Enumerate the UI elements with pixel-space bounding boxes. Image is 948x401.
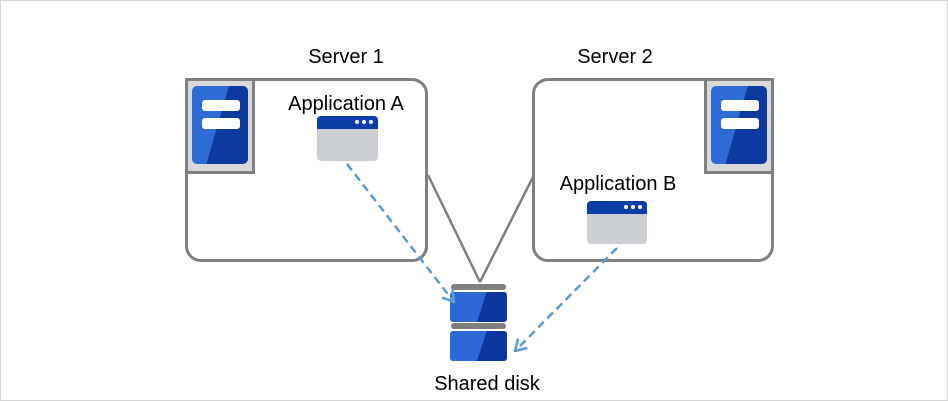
application-a-window-icon: [317, 116, 378, 161]
shared-disk-icon: [450, 284, 507, 362]
server2-label: Server 2: [577, 46, 653, 68]
server1-tower-icon: [185, 78, 255, 174]
dot-icon: [631, 205, 635, 209]
server-slot: [202, 100, 240, 111]
dot-icon: [638, 205, 642, 209]
disk-cap: [451, 284, 506, 290]
server-tower-body: [192, 86, 248, 164]
app-window-titlebar: [587, 201, 647, 214]
server-tower-body: [711, 86, 767, 164]
disk-platter: [450, 331, 507, 361]
application-b-label: Application B: [559, 173, 677, 195]
app-window-titlebar: [317, 116, 378, 129]
server2-disk-connector: [478, 174, 536, 283]
dot-icon: [624, 205, 628, 209]
app-b-to-disk-arrow: [513, 247, 618, 353]
dot-icon: [369, 120, 373, 124]
application-a-label: Application A: [288, 93, 404, 115]
server2-tower-icon: [704, 78, 774, 174]
app-window-dots-icon: [355, 120, 373, 124]
disk-cap: [451, 323, 506, 329]
server-slot: [721, 118, 759, 129]
server1-disk-connector: [426, 174, 482, 283]
dot-icon: [355, 120, 359, 124]
dot-icon: [362, 120, 366, 124]
disk-platter: [450, 292, 507, 322]
application-b-window-icon: [587, 201, 647, 244]
server-slot: [721, 100, 759, 111]
app-window-dots-icon: [624, 205, 642, 209]
server1-label: Server 1: [308, 46, 384, 68]
shared-disk-label: Shared disk: [434, 373, 540, 395]
server-slot: [202, 118, 240, 129]
